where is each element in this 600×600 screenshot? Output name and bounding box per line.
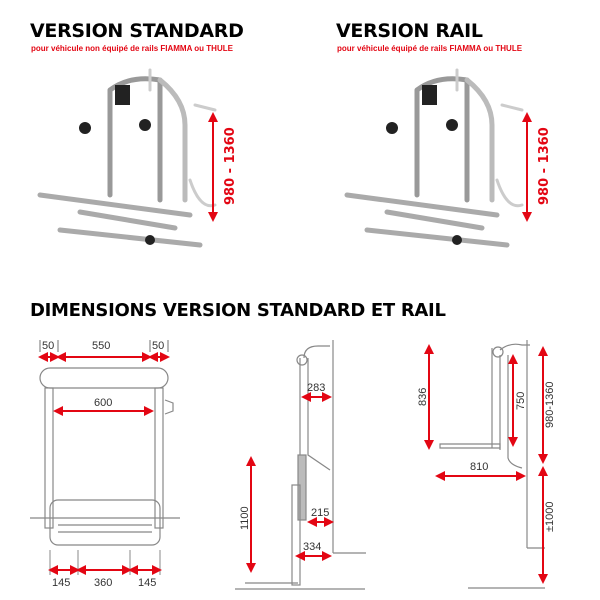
front-top-right-dim: 50	[152, 340, 164, 352]
front-bottom-mid-dim: 360	[94, 577, 112, 589]
standard-height-label: 980 - 1360	[223, 127, 238, 205]
side-standard-depth-mid-dim: 215	[311, 507, 329, 519]
front-view-drawing	[30, 340, 180, 546]
front-inner-width-dim: 600	[94, 397, 112, 409]
rail-subtitle: pour véhicule équipé de rails FIAMMA ou …	[337, 44, 523, 53]
side-view-rail-drawing	[439, 340, 545, 589]
side-rail-frame-height-dim: 750	[515, 392, 527, 410]
front-bottom-right-dim: 145	[138, 577, 156, 589]
side-rail-mount-height-dim: 980-1360	[544, 382, 556, 429]
rail-height-label: 980 - 1360	[537, 127, 552, 205]
side-view-standard-drawing	[235, 340, 366, 590]
standard-title: VERSION STANDARD	[30, 20, 244, 42]
side-standard-depth-bottom-dim: 334	[303, 541, 321, 553]
side-rail-ground-clearance-dim: ±1000	[544, 501, 556, 532]
side-standard-height-dim: 1100	[239, 506, 251, 530]
dimensions-title: DIMENSIONS VERSION STANDARD ET RAIL	[30, 300, 446, 321]
standard-subtitle: pour véhicule non équipé de rails FIAMMA…	[31, 44, 233, 53]
bike-carrier-rail-illustration	[344, 68, 524, 248]
side-rail-rack-height-dim: 836	[417, 388, 429, 406]
rail-title: VERSION RAIL	[336, 20, 483, 42]
front-bottom-left-dim: 145	[52, 577, 70, 589]
bike-carrier-standard-illustration	[37, 68, 217, 248]
side-standard-depth-top-dim: 283	[307, 382, 325, 394]
front-top-left-dim: 50	[42, 340, 54, 352]
side-rail-depth-dim: 810	[470, 461, 488, 473]
front-top-mid-dim: 550	[92, 340, 110, 352]
